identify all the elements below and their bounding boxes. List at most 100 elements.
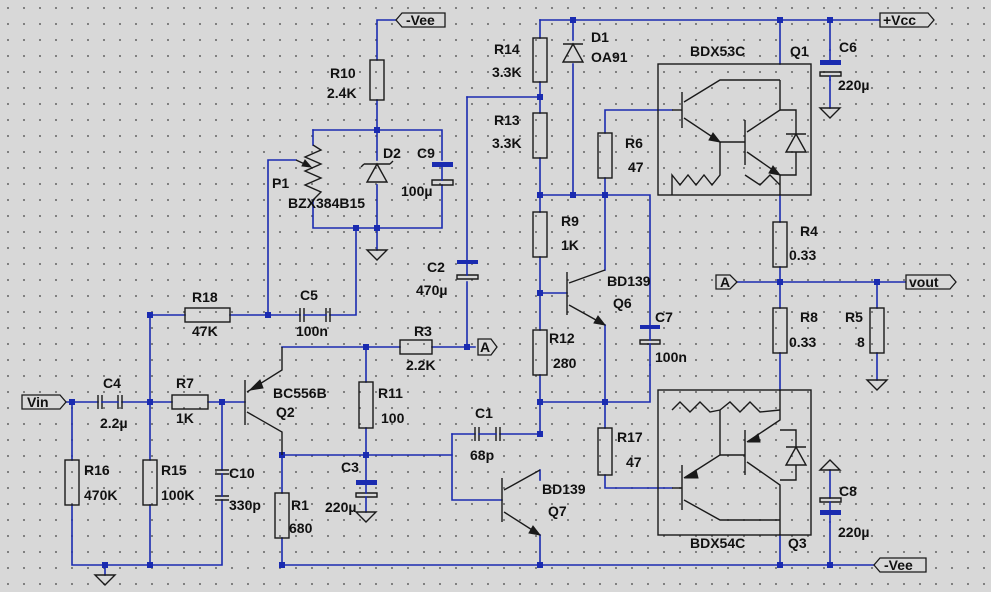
r8-body <box>772 307 788 354</box>
r10-body <box>369 59 385 101</box>
r17-ref: R17 <box>617 429 643 445</box>
c10-value: 330p <box>229 497 261 513</box>
capacitors <box>97 49 842 523</box>
r11-value: 100 <box>381 410 405 426</box>
r11-ref: R11 <box>378 385 403 401</box>
r3-value: 2.2K <box>406 357 436 373</box>
q6-ref: Q6 <box>613 295 632 311</box>
r16-value: 470K <box>84 487 117 503</box>
q1-value: BDX53C <box>690 43 745 59</box>
q3-value: BDX54C <box>690 535 745 551</box>
net-label-vin: Vin <box>27 394 49 410</box>
c8-plate <box>820 510 841 515</box>
r13-value: 3.3K <box>492 135 522 151</box>
r16-body <box>64 459 80 506</box>
r4-ref: R4 <box>800 223 818 239</box>
c1-ref: C1 <box>475 405 493 421</box>
c3-ref: C3 <box>341 459 359 475</box>
r13-body <box>532 112 548 159</box>
p1-potentiometer <box>295 144 323 201</box>
q2-ref: Q2 <box>276 404 295 420</box>
r6-ref: R6 <box>625 135 643 151</box>
r6-value: 47 <box>628 159 644 175</box>
c7-value: 100n <box>655 349 687 365</box>
r13-ref: R13 <box>494 112 520 128</box>
d2-ref: D2 <box>383 145 401 161</box>
r10-value: 2.4K <box>327 85 357 101</box>
transistors <box>244 269 607 536</box>
c6-ref: C6 <box>839 39 857 55</box>
r10-ref: R10 <box>330 65 356 81</box>
net-label-a-left: A <box>720 274 730 290</box>
r14-ref: R14 <box>494 41 520 57</box>
r6-body <box>597 132 613 179</box>
r1-ref: R1 <box>291 497 309 513</box>
r18-value: 47K <box>192 323 218 339</box>
c7-ref: C7 <box>655 309 673 325</box>
r14-value: 3.3K <box>492 64 522 80</box>
c2-value: 470µ <box>416 282 447 298</box>
r14-body <box>532 37 548 83</box>
r8-ref: R8 <box>800 309 818 325</box>
c7-plate <box>640 325 660 329</box>
r17-body <box>597 427 613 476</box>
r9-ref: R9 <box>561 213 579 229</box>
r7-ref: R7 <box>176 375 194 391</box>
r17-value: 47 <box>626 454 642 470</box>
r7-body <box>171 394 209 410</box>
c9-plate <box>432 162 453 167</box>
net-label-vee-top: -Vee <box>406 12 435 28</box>
r1-value: 680 <box>289 520 313 536</box>
c8-ref: C8 <box>839 483 857 499</box>
r18-ref: R18 <box>192 289 218 305</box>
r12-ref: R12 <box>549 330 575 346</box>
c1-value: 68p <box>470 447 494 463</box>
r7-value: 1K <box>176 410 194 426</box>
d2-value: BZX384B15 <box>288 195 365 211</box>
net-label-a-right: A <box>480 339 490 355</box>
component-labels: R10 2.4K C9 100µ D2 BZX384B15 P1 R14 3.3… <box>84 29 869 551</box>
c9-ref: C9 <box>417 145 435 161</box>
q7-value: BD139 <box>542 481 586 497</box>
c3-plate <box>356 480 377 485</box>
r1-body <box>274 492 290 539</box>
q3-darlington <box>657 389 812 536</box>
r15-value: 100K <box>161 487 194 503</box>
c8-value: 220µ <box>838 524 869 540</box>
c3-value: 220µ <box>325 499 356 515</box>
junctions <box>69 17 880 568</box>
r3-ref: R3 <box>414 323 432 339</box>
d1-value: OA91 <box>591 49 628 65</box>
r15-ref: R15 <box>161 462 187 478</box>
net-label-vcc: +Vcc <box>883 12 916 28</box>
q1-darlington <box>657 63 812 196</box>
r15-body <box>142 459 158 506</box>
r4-value: 0.33 <box>789 247 816 263</box>
ground-symbols <box>93 107 889 586</box>
c9-value: 100µ <box>401 183 432 199</box>
c4-value: 2.2µ <box>100 415 128 431</box>
c4-ref: C4 <box>103 375 121 391</box>
r11-body <box>358 381 374 429</box>
r8-value: 0.33 <box>789 334 816 350</box>
c6-plate <box>820 60 841 65</box>
net-label-vee-bottom: -Vee <box>884 557 913 573</box>
q2-value: BC556B <box>273 385 327 401</box>
r9-body <box>532 211 548 258</box>
q6-value: BD139 <box>607 273 651 289</box>
c2-ref: C2 <box>427 259 445 275</box>
r5-ref: R5 <box>845 309 863 325</box>
q7-ref: Q7 <box>548 503 567 519</box>
r12-body <box>532 329 548 376</box>
r9-value: 1K <box>561 237 579 253</box>
c10-ref: C10 <box>229 465 255 481</box>
r5-body <box>869 307 885 354</box>
c5-ref: C5 <box>300 287 318 303</box>
net-label-vout: vout <box>909 274 939 290</box>
r5-value: 8 <box>857 334 865 350</box>
p1-ref: P1 <box>272 175 289 191</box>
q3-ref: Q3 <box>788 535 807 551</box>
r3-body <box>399 339 433 355</box>
